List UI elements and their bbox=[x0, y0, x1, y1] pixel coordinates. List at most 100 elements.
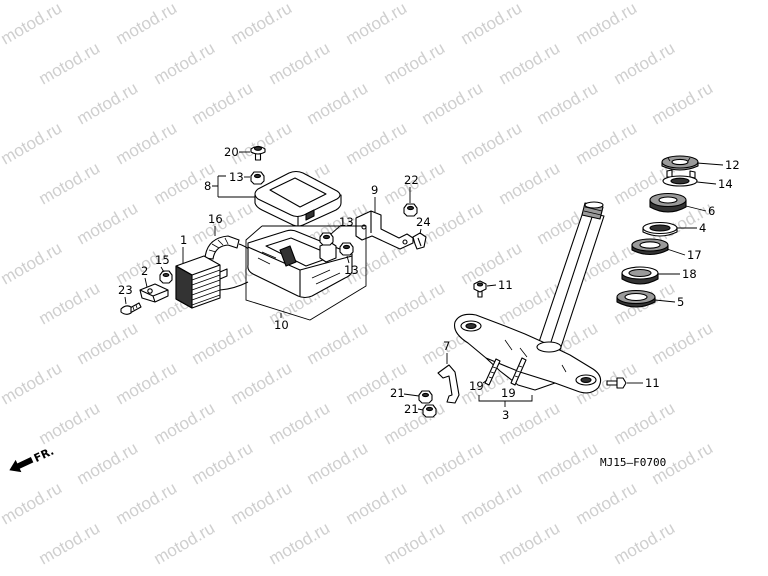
nut-13-top bbox=[250, 171, 265, 185]
clamp-7 bbox=[437, 364, 460, 404]
leader-line bbox=[486, 284, 497, 287]
callout-16: 16 bbox=[208, 212, 223, 226]
callout-10: 10 bbox=[274, 318, 289, 332]
watermark-text: motod.ru bbox=[343, 478, 411, 528]
steering-stem bbox=[537, 201, 605, 351]
cover-8 bbox=[254, 170, 342, 227]
callout-13-top: 13 bbox=[229, 170, 244, 184]
callout-8: 8 bbox=[204, 179, 211, 193]
watermark-text: motod.ru bbox=[649, 78, 717, 128]
watermark-text: motod.ru bbox=[151, 518, 219, 568]
bracket-line-3 bbox=[478, 395, 533, 407]
nut-22 bbox=[403, 203, 418, 217]
stud-19-right bbox=[510, 357, 527, 386]
callout-7: 7 bbox=[443, 339, 450, 353]
watermark-text: motod.ru bbox=[266, 398, 334, 448]
bearing-18 bbox=[621, 266, 659, 285]
leader-line bbox=[482, 379, 488, 384]
watermark-text: motod.ru bbox=[573, 478, 641, 528]
nut-13-upper bbox=[319, 232, 334, 246]
bracket-line-8 bbox=[212, 175, 255, 198]
callout-17: 17 bbox=[687, 248, 702, 262]
watermark-text: motod.ru bbox=[113, 118, 181, 168]
watermark-text: motod.ru bbox=[381, 38, 449, 88]
watermark-text: motod.ru bbox=[458, 118, 526, 168]
bracket-2 bbox=[139, 283, 169, 303]
watermark-text: motod.ru bbox=[304, 318, 372, 368]
watermark-text: motod.ru bbox=[74, 318, 142, 368]
watermark-text: motod.ru bbox=[151, 38, 219, 88]
watermark-text: motod.ru bbox=[419, 78, 487, 128]
watermark-text: motod.ru bbox=[611, 398, 679, 448]
callout-2: 2 bbox=[141, 264, 148, 278]
watermark-text: motod.ru bbox=[381, 518, 449, 568]
watermark-text: motod.ru bbox=[573, 118, 641, 168]
bottom-bridge-3 bbox=[453, 313, 602, 394]
watermark-text: motod.ru bbox=[304, 78, 372, 128]
watermark-text: motod.ru bbox=[151, 398, 219, 448]
bracket-9 bbox=[355, 210, 414, 250]
bracket-frame-10 bbox=[245, 225, 367, 321]
watermark-text: motod.ru bbox=[419, 438, 487, 488]
front-direction-label: FR. bbox=[32, 445, 56, 465]
bolt-11-lower bbox=[606, 377, 627, 389]
callout-19-right: 19 bbox=[501, 386, 516, 400]
watermark-text: motod.ru bbox=[0, 358, 65, 408]
watermark-text: motod.ru bbox=[266, 38, 334, 88]
watermark-text: motod.ru bbox=[228, 0, 296, 48]
clip-24 bbox=[412, 232, 427, 250]
callout-13-upper: 13 bbox=[339, 215, 354, 229]
watermark-text: motod.ru bbox=[458, 238, 526, 288]
callout-11-upper: 11 bbox=[498, 278, 513, 292]
watermark-text: motod.ru bbox=[36, 158, 104, 208]
callout-22: 22 bbox=[404, 173, 419, 187]
callout-15: 15 bbox=[155, 253, 170, 267]
leader-line bbox=[419, 228, 422, 235]
watermark-text: motod.ru bbox=[649, 318, 717, 368]
callout-3: 3 bbox=[502, 408, 509, 422]
watermark-text: motod.ru bbox=[74, 438, 142, 488]
watermark-text: motod.ru bbox=[458, 478, 526, 528]
leader-line bbox=[666, 248, 686, 256]
regulator-1 bbox=[175, 255, 249, 309]
watermark-text: motod.ru bbox=[228, 118, 296, 168]
watermark-text: motod.ru bbox=[0, 118, 65, 168]
watermark-text: motod.ru bbox=[228, 478, 296, 528]
leader-lines bbox=[124, 151, 724, 411]
watermark-text: motod.ru bbox=[113, 358, 181, 408]
watermark-text: motod.ru bbox=[189, 78, 257, 128]
bearing-race-17 bbox=[631, 238, 669, 256]
watermark-text: motod.ru bbox=[611, 38, 679, 88]
watermark-text: motod.ru bbox=[343, 0, 411, 48]
watermark-text: motod.ru bbox=[534, 438, 602, 488]
callout-13-lower: 13 bbox=[344, 263, 359, 277]
watermark-text: motod.ru bbox=[74, 198, 142, 248]
leader-line bbox=[346, 255, 350, 264]
watermark-text: motod.ru bbox=[458, 0, 526, 48]
watermark-text: motod.ru bbox=[189, 318, 257, 368]
callout-4: 4 bbox=[699, 221, 706, 235]
leader-line bbox=[654, 299, 676, 303]
watermark-text: motod.ru bbox=[573, 0, 641, 48]
callout-9: 9 bbox=[371, 183, 378, 197]
callout-21-upper: 21 bbox=[390, 386, 405, 400]
tray-10 bbox=[247, 229, 353, 299]
bolt-20 bbox=[250, 145, 266, 161]
leader-line bbox=[696, 162, 724, 166]
callout-1: 1 bbox=[180, 233, 187, 247]
watermark-text: motod.ru bbox=[189, 438, 257, 488]
callout-12: 12 bbox=[725, 158, 740, 172]
watermark-text: motod.ru bbox=[534, 78, 602, 128]
watermark-text: motod.ru bbox=[496, 518, 564, 568]
watermark-text: motod.ru bbox=[496, 38, 564, 88]
leader-line bbox=[330, 225, 341, 235]
nut-21-upper bbox=[418, 390, 433, 404]
watermark-text: motod.ru bbox=[36, 518, 104, 568]
front-arrow-icon bbox=[9, 457, 34, 473]
watermark-text: motod.ru bbox=[343, 118, 411, 168]
leader-line bbox=[417, 408, 424, 411]
watermark-text: motod.ru bbox=[0, 238, 65, 288]
watermark-text: motod.ru bbox=[36, 278, 104, 328]
callout-24: 24 bbox=[416, 215, 431, 229]
